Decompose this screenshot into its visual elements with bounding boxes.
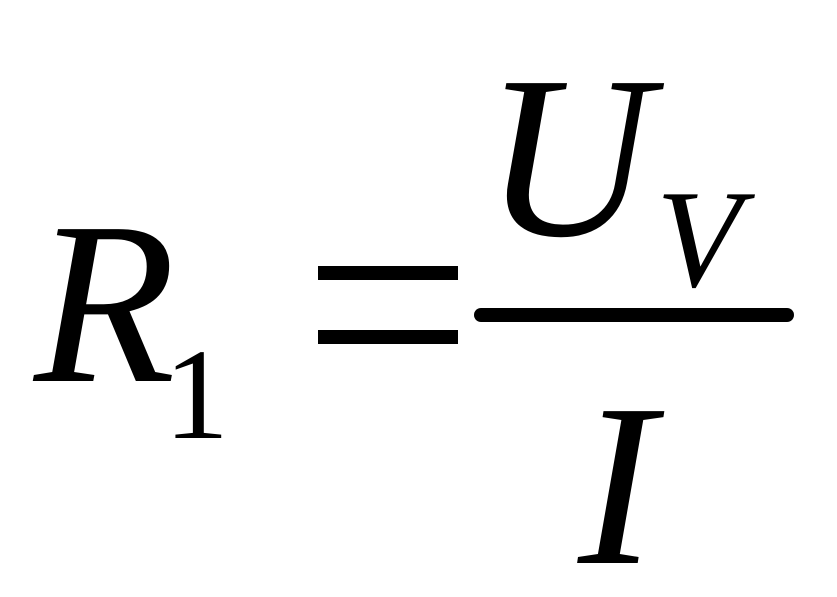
resistance-subscript: 1 — [164, 323, 229, 467]
resistance-symbol: R — [34, 175, 176, 432]
equals-bar-bottom — [318, 330, 458, 344]
fraction-bar — [474, 308, 794, 322]
current-symbol: I — [578, 357, 656, 597]
voltage-subscript: V — [656, 162, 742, 317]
equals-bar-top — [318, 266, 458, 280]
equals-sign — [318, 266, 458, 344]
voltage-symbol: U — [484, 29, 652, 286]
